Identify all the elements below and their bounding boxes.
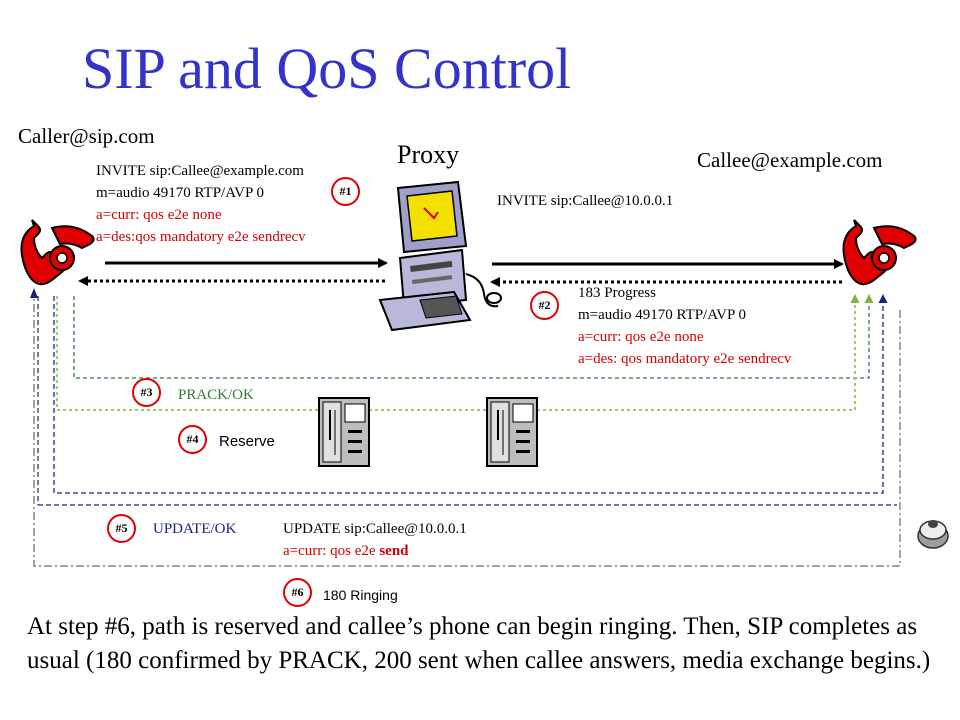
step-badge-5: #5 (107, 514, 136, 543)
router-1-icon (318, 397, 370, 467)
slide-sound-icon (917, 520, 949, 549)
reserve-loop (56, 294, 860, 411)
router-2-icon (486, 397, 538, 467)
slide-title: SIP and QoS Control (82, 36, 572, 101)
proxy-computer-icon (378, 180, 502, 332)
progress-line: a=des: qos mandatory e2e sendrecv (578, 351, 792, 367)
update-attr-bold: send (379, 543, 409, 559)
slide-body-text: At step #6, path is reserved and callee’… (27, 613, 931, 674)
step-badge-6: #6 (283, 578, 312, 607)
invite1-line: a=curr: qos e2e none (96, 207, 222, 223)
invite-message-2: INVITE sip:Callee@10.0.0.1 (497, 193, 674, 209)
step-badge-2: #2 (530, 291, 559, 320)
update-ok-label: UPDATE/OK (153, 521, 237, 537)
invite-message-1: INVITE sip:Callee@example.com m=audio 49… (96, 160, 306, 248)
callee-phone-icon (842, 219, 917, 286)
invite1-line: m=audio 49170 RTP/AVP 0 (96, 185, 264, 201)
invite1-line: a=des:qos mandatory e2e sendrecv (96, 229, 306, 245)
prack-label: PRACK/OK (178, 387, 254, 403)
progress-line: m=audio 49170 RTP/AVP 0 (578, 307, 746, 323)
prack-loop (73, 294, 874, 379)
progress-message: 183 Progress m=audio 49170 RTP/AVP 0 a=c… (578, 282, 791, 370)
ringing-label: 180 Ringing (323, 587, 398, 603)
invite1-line: INVITE sip:Callee@example.com (96, 163, 304, 179)
reserve-label: Reserve (219, 433, 275, 450)
step-badge-4: #4 (178, 425, 207, 454)
caller-label: Caller@sip.com (18, 124, 155, 148)
step-badge-3: #3 (132, 378, 161, 407)
progress-line: 183 Progress (578, 285, 656, 301)
caller-phone-icon (20, 219, 95, 286)
proxy-label: Proxy (397, 140, 460, 169)
progress-line: a=curr: qos e2e none (578, 329, 704, 345)
update-line: UPDATE sip:Callee@10.0.0.1 (283, 521, 467, 537)
ringing-loop (33, 290, 901, 567)
update-message: UPDATE sip:Callee@10.0.0.1 a=curr: qos e… (283, 518, 467, 562)
update-loop (53, 294, 888, 494)
update-attr-prefix: a=curr: qos e2e (283, 543, 380, 559)
step-badge-1: #1 (331, 177, 360, 206)
callee-label: Callee@example.com (697, 148, 883, 172)
